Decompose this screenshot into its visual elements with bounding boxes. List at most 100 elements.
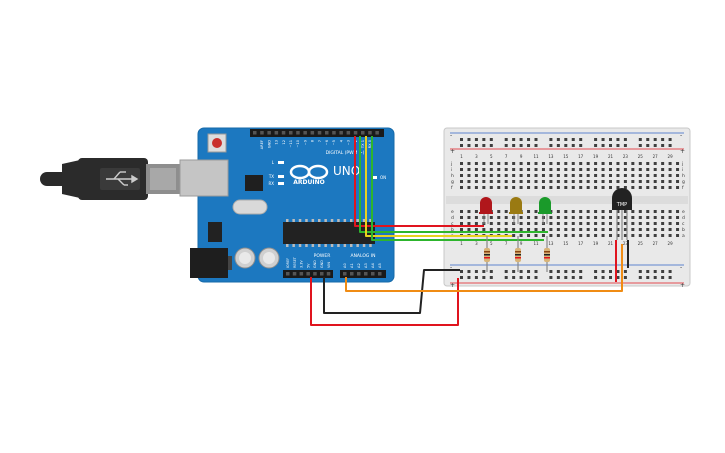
terminal-hole[interactable] (497, 210, 501, 213)
rail-hole[interactable] (653, 276, 657, 279)
terminal-hole[interactable] (609, 228, 612, 231)
header-hole[interactable] (368, 131, 372, 135)
terminal-hole[interactable] (534, 222, 538, 225)
rail-hole[interactable] (527, 270, 531, 273)
rail-hole[interactable] (482, 270, 486, 273)
terminal-hole[interactable] (527, 210, 531, 213)
header-hole[interactable] (260, 131, 264, 135)
terminal-hole[interactable] (527, 168, 531, 171)
terminal-hole[interactable] (638, 222, 642, 225)
terminal-hole[interactable] (661, 228, 665, 231)
header-hole[interactable] (317, 131, 322, 135)
terminal-hole[interactable] (571, 228, 575, 231)
terminal-hole[interactable] (534, 168, 538, 171)
terminal-hole[interactable] (571, 174, 575, 177)
resistor[interactable] (544, 236, 550, 272)
terminal-hole[interactable] (601, 210, 605, 213)
terminal-hole[interactable] (579, 222, 583, 225)
header-hole[interactable] (357, 272, 361, 276)
terminal-hole[interactable] (594, 168, 598, 171)
terminal-hole[interactable] (497, 174, 501, 177)
rail-hole[interactable] (474, 138, 478, 141)
terminal-hole[interactable] (564, 234, 568, 237)
terminal-hole[interactable] (497, 162, 501, 165)
rail-hole[interactable] (482, 144, 486, 147)
terminal-hole[interactable] (519, 216, 523, 219)
rail-hole[interactable] (661, 138, 665, 141)
rail-hole[interactable] (623, 138, 627, 141)
header-hole[interactable] (339, 131, 343, 135)
rail-hole[interactable] (534, 276, 538, 279)
led[interactable] (509, 197, 523, 224)
terminal-hole[interactable] (668, 186, 672, 189)
terminal-hole[interactable] (549, 228, 553, 231)
terminal-hole[interactable] (579, 210, 583, 213)
rail-hole[interactable] (594, 276, 598, 279)
terminal-hole[interactable] (638, 168, 642, 171)
rail-hole[interactable] (646, 276, 650, 279)
terminal-hole[interactable] (579, 174, 583, 177)
rail-hole[interactable] (594, 144, 598, 147)
terminal-hole[interactable] (594, 234, 598, 237)
terminal-hole[interactable] (586, 174, 590, 177)
terminal-hole[interactable] (460, 228, 463, 231)
terminal-hole[interactable] (616, 228, 620, 231)
terminal-hole[interactable] (556, 210, 560, 213)
terminal-hole[interactable] (571, 180, 575, 183)
terminal-hole[interactable] (467, 186, 471, 189)
terminal-hole[interactable] (512, 168, 516, 171)
terminal-hole[interactable] (549, 186, 553, 189)
terminal-hole[interactable] (504, 174, 508, 177)
terminal-hole[interactable] (534, 180, 538, 183)
terminal-hole[interactable] (653, 234, 657, 237)
rail-hole[interactable] (609, 276, 612, 279)
header-hole[interactable] (361, 131, 365, 135)
rail-hole[interactable] (564, 270, 568, 273)
terminal-hole[interactable] (556, 222, 560, 225)
terminal-hole[interactable] (676, 174, 680, 177)
rail-hole[interactable] (571, 270, 575, 273)
terminal-hole[interactable] (564, 216, 568, 219)
terminal-hole[interactable] (534, 174, 538, 177)
rail-hole[interactable] (512, 138, 516, 141)
rail-hole[interactable] (579, 270, 583, 273)
terminal-hole[interactable] (541, 162, 545, 165)
terminal-hole[interactable] (564, 162, 568, 165)
terminal-hole[interactable] (474, 222, 478, 225)
terminal-hole[interactable] (467, 180, 471, 183)
terminal-hole[interactable] (467, 228, 471, 231)
terminal-hole[interactable] (609, 210, 612, 213)
terminal-hole[interactable] (653, 180, 657, 183)
terminal-hole[interactable] (556, 234, 560, 237)
terminal-hole[interactable] (638, 228, 642, 231)
terminal-hole[interactable] (541, 180, 545, 183)
rail-hole[interactable] (482, 138, 486, 141)
terminal-hole[interactable] (676, 162, 680, 165)
terminal-hole[interactable] (668, 174, 672, 177)
terminal-hole[interactable] (661, 234, 665, 237)
terminal-hole[interactable] (556, 162, 560, 165)
terminal-hole[interactable] (623, 168, 627, 171)
rail-hole[interactable] (653, 138, 657, 141)
terminal-hole[interactable] (497, 222, 501, 225)
terminal-hole[interactable] (653, 162, 657, 165)
rail-hole[interactable] (638, 276, 642, 279)
terminal-hole[interactable] (571, 162, 575, 165)
terminal-hole[interactable] (512, 186, 516, 189)
terminal-hole[interactable] (586, 234, 590, 237)
rail-hole[interactable] (661, 270, 665, 273)
terminal-hole[interactable] (594, 180, 598, 183)
terminal-hole[interactable] (609, 180, 612, 183)
terminal-hole[interactable] (676, 222, 680, 225)
terminal-hole[interactable] (616, 174, 620, 177)
terminal-hole[interactable] (661, 180, 665, 183)
terminal-hole[interactable] (646, 228, 650, 231)
terminal-hole[interactable] (638, 210, 642, 213)
header-hole[interactable] (310, 131, 315, 135)
header-hole[interactable] (371, 272, 375, 276)
terminal-hole[interactable] (541, 186, 545, 189)
terminal-hole[interactable] (556, 168, 560, 171)
rail-hole[interactable] (668, 144, 672, 147)
terminal-hole[interactable] (594, 186, 598, 189)
rail-hole[interactable] (489, 270, 493, 273)
